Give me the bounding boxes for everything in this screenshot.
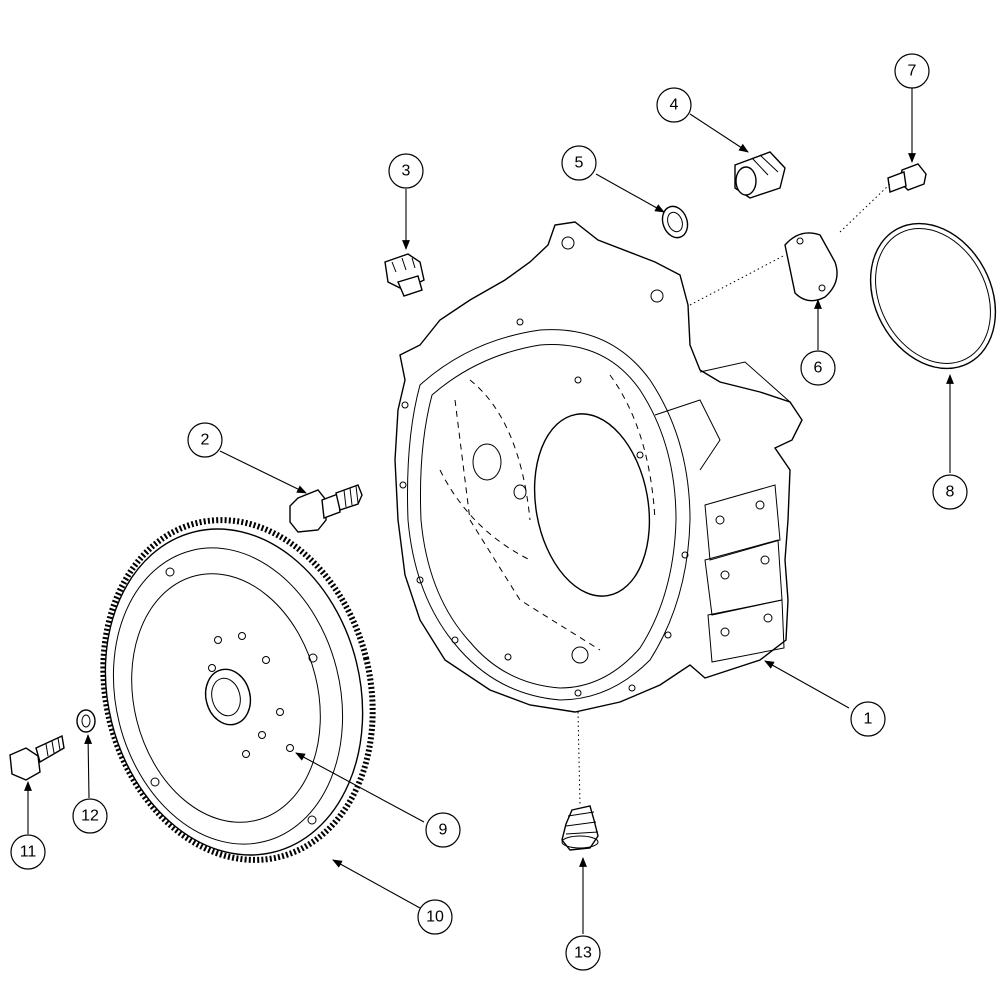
callout-3-label: 3 [402,163,411,180]
flywheel-housing [394,221,803,713]
leader-1 [764,660,850,709]
leader-2 [219,450,307,494]
o-ring-part-5 [661,205,689,239]
washer-part-12-inner [81,714,91,728]
callout-6-label: 6 [814,360,823,377]
callout-13: 13 [565,935,601,971]
alignment-line-13 [577,711,581,806]
callout-13-label: 13 [574,945,592,962]
seal-ring-part-8 [869,222,997,370]
callout-10: 10 [417,899,453,935]
callout-11-label: 11 [20,844,37,861]
callout-12-label: 12 [81,808,99,825]
plug-part-3 [384,253,425,297]
callout-9: 9 [425,812,461,848]
leader-4 [689,113,749,153]
callout-1: 1 [850,701,886,737]
callout-6: 6 [800,350,836,386]
callout-10-label: 10 [426,909,444,926]
alignment-line-7 [839,183,891,233]
callout-1-label: 1 [864,711,873,728]
callout-11: 11 [10,834,46,870]
callout-2-label: 2 [201,432,210,449]
bolt-part-2 [289,484,363,533]
bolt-part-11 [9,734,65,781]
callout-7-label: 7 [908,63,917,80]
alignment-line-6 [689,254,786,306]
leader-9 [295,752,425,823]
flywheel-part-9 [100,517,376,863]
leader-lines [24,88,954,934]
leader-5 [595,173,665,213]
washer-part-12 [76,709,96,733]
cover-plate-part-6 [784,232,838,302]
leader-10 [332,859,421,909]
callout-4-label: 4 [670,97,679,114]
callout-4: 4 [656,87,692,123]
leader-12 [84,734,93,799]
drain-plug-part-13 [561,805,599,851]
callout-5: 5 [561,145,597,181]
callout-7: 7 [894,53,930,89]
callout-9-label: 9 [439,822,448,839]
callout-2: 2 [187,422,223,458]
callout-5-label: 5 [575,155,584,172]
callout-12: 12 [72,798,108,834]
o-ring-part-5-inner [667,211,683,233]
screw-part-7 [887,163,927,193]
fitting-part-4 [734,151,786,199]
callout-3: 3 [388,153,424,189]
callout-8-label: 8 [946,484,955,501]
callout-8: 8 [932,474,968,510]
